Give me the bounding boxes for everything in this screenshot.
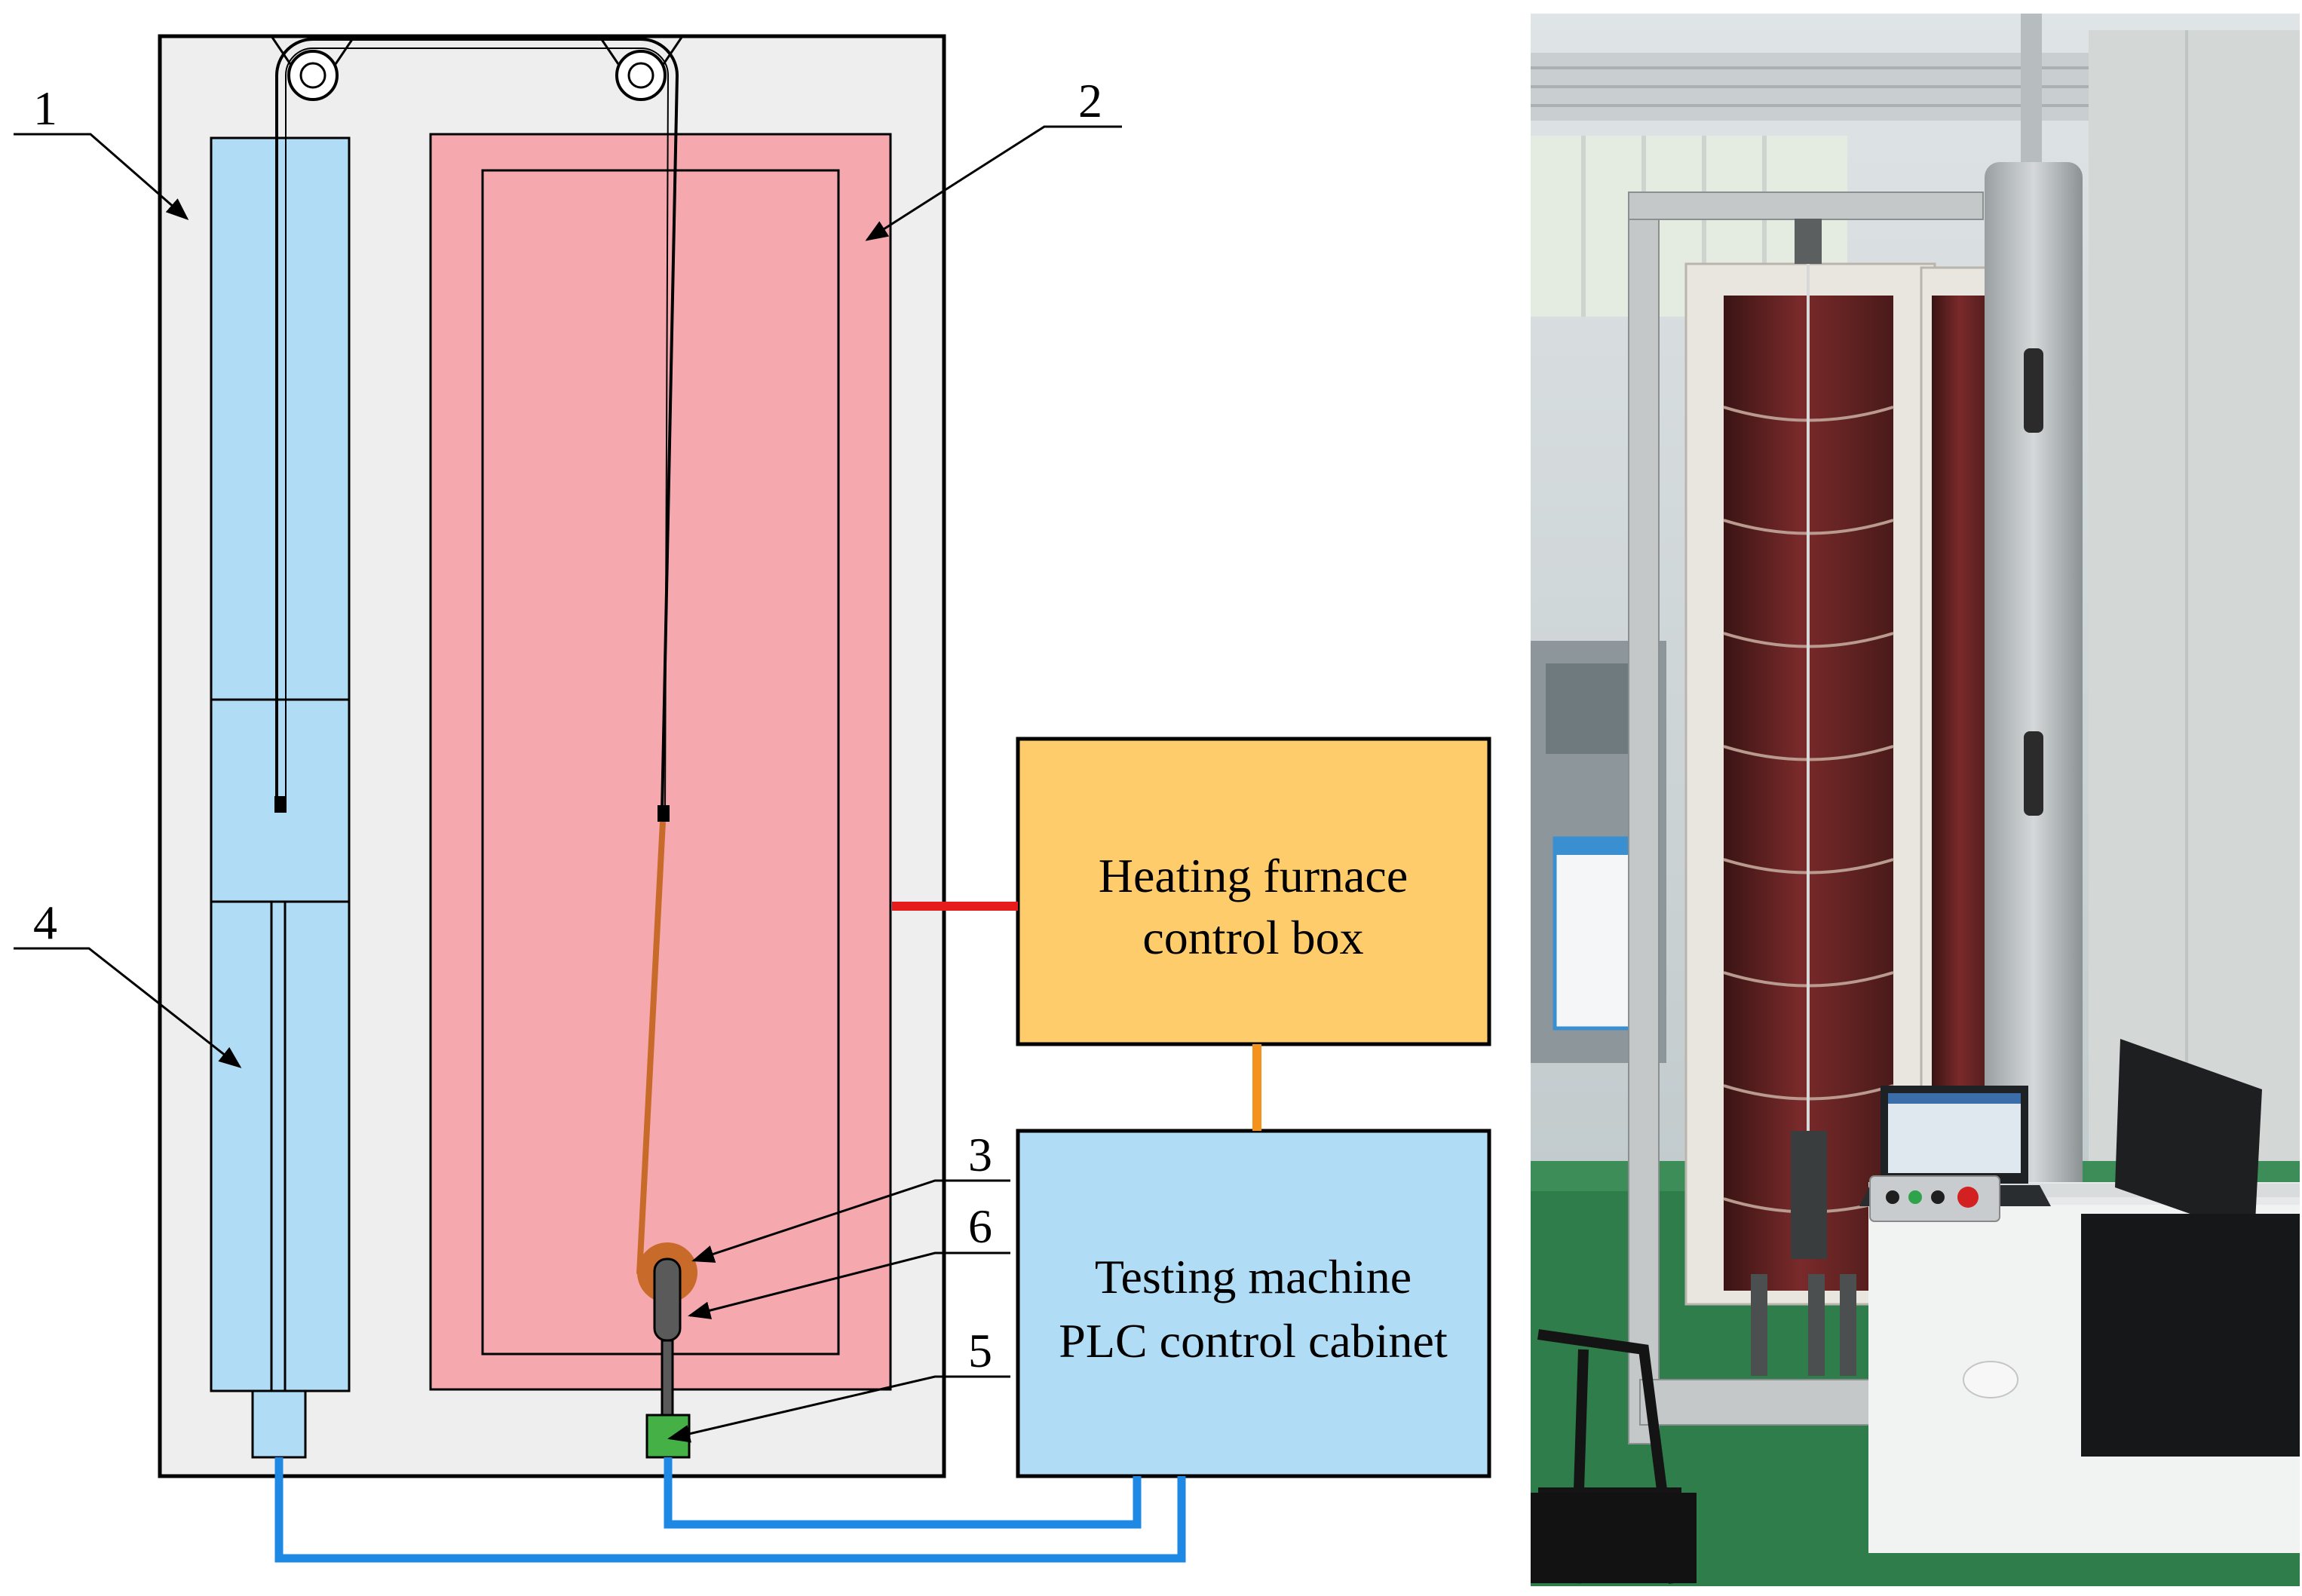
heating-control-box bbox=[1016, 737, 1491, 1046]
left-pulley bbox=[270, 35, 356, 101]
plc-label-line1: Testing machine bbox=[1095, 1250, 1412, 1303]
rod-lower bbox=[661, 1339, 674, 1417]
rope-clamp-right bbox=[657, 805, 670, 822]
loading-rod bbox=[653, 1258, 682, 1342]
equipment-photo bbox=[1531, 14, 2300, 1586]
callout-5: 5 bbox=[968, 1324, 992, 1377]
steel-column bbox=[1985, 162, 2083, 1282]
rope-clamp-left bbox=[274, 796, 287, 813]
callout-4: 4 bbox=[33, 896, 57, 949]
right-pulley bbox=[598, 35, 684, 101]
blue-cylinder-wire bbox=[274, 1457, 1186, 1563]
specimen-strand bbox=[636, 821, 666, 1275]
plc-label-line2: PLC control cabinet bbox=[1059, 1314, 1448, 1368]
cylinder-base bbox=[251, 1389, 307, 1459]
plc-control-cabinet bbox=[1016, 1129, 1491, 1478]
blue-sensor-wire bbox=[664, 1457, 1142, 1529]
laptop bbox=[1859, 1086, 2051, 1206]
monitor bbox=[2115, 1039, 2262, 1236]
safety-poster bbox=[1553, 836, 1638, 1031]
callout-1: 1 bbox=[33, 81, 57, 135]
heating-furnace bbox=[429, 133, 892, 1391]
mouse bbox=[1963, 1361, 2018, 1398]
schematic: Heating furnace control box Testing mach… bbox=[14, 34, 1491, 1563]
heating-box-label-line2: control box bbox=[1142, 911, 1363, 964]
wire-rope bbox=[275, 38, 679, 813]
callout-3: 3 bbox=[968, 1128, 992, 1181]
furnace-chamber bbox=[481, 169, 840, 1356]
pc-tower bbox=[2081, 1214, 2300, 1457]
heating-box-label-line1: Heating furnace bbox=[1099, 849, 1408, 902]
callout-6: 6 bbox=[968, 1199, 992, 1253]
callout-2: 2 bbox=[1078, 74, 1102, 127]
